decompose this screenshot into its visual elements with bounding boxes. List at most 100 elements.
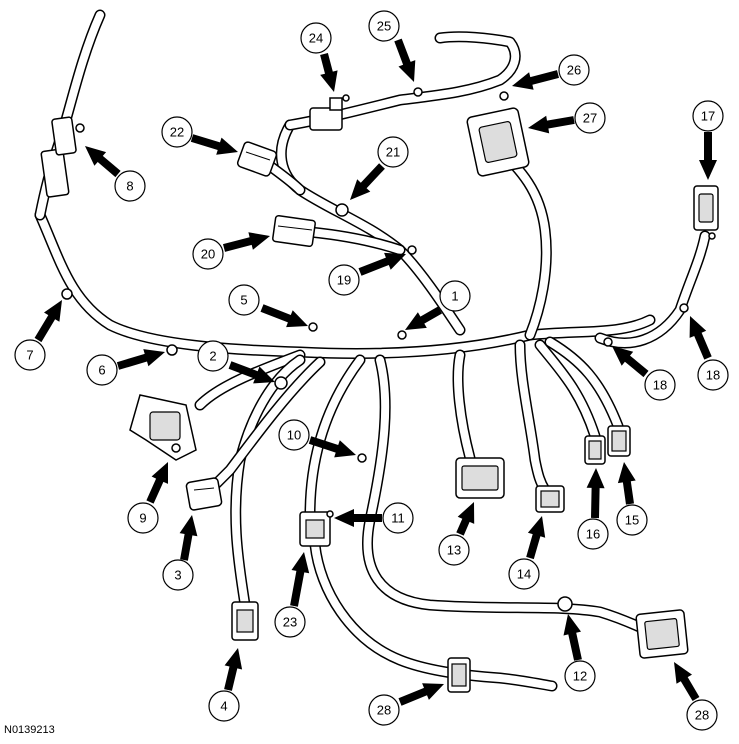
harness-branch-fill bbox=[306, 228, 404, 254]
connector-28-inline bbox=[447, 657, 471, 693]
callout-label: 1 bbox=[451, 289, 458, 304]
callout-circle bbox=[274, 606, 306, 638]
callout-circle bbox=[692, 100, 724, 132]
callout-label: 11 bbox=[391, 511, 405, 526]
callout-circle bbox=[564, 660, 596, 692]
callout-24: 24 bbox=[300, 22, 332, 54]
callout-arrow-28 bbox=[674, 662, 700, 701]
callout-label: 20 bbox=[201, 247, 215, 262]
callout-18: 18 bbox=[644, 369, 676, 401]
callout-19: 19 bbox=[328, 264, 360, 296]
callout-26: 26 bbox=[558, 54, 590, 86]
callout-label: 24 bbox=[309, 31, 323, 46]
callout-arrow-8 bbox=[85, 146, 121, 178]
callout-arrow-16 bbox=[586, 468, 605, 519]
callout-18: 18 bbox=[697, 359, 729, 391]
callout-circle bbox=[162, 559, 194, 591]
callout-arrow-24 bbox=[320, 53, 338, 92]
callout-circle bbox=[228, 284, 260, 316]
figure-id: N0139213 bbox=[4, 724, 55, 736]
callout-label: 4 bbox=[220, 699, 227, 714]
callout-arrow-1 bbox=[405, 306, 442, 330]
callout-17: 17 bbox=[692, 100, 724, 132]
callout-arrow-18 bbox=[689, 316, 712, 360]
connector-15 bbox=[607, 425, 631, 457]
callout-arrow-6 bbox=[116, 349, 165, 370]
callout-label: 14 bbox=[517, 567, 531, 582]
callout-28: 28 bbox=[368, 694, 400, 726]
callout-arrow-5 bbox=[260, 304, 308, 328]
callout-label: 16 bbox=[586, 527, 600, 542]
connector-11 bbox=[299, 510, 334, 547]
callout-arrow-15 bbox=[617, 462, 636, 505]
callout-label: 28 bbox=[695, 708, 709, 723]
callout-label: 26 bbox=[567, 63, 581, 78]
connectors bbox=[40, 87, 719, 693]
harness-branch-fill bbox=[516, 341, 549, 494]
callout-label: 15 bbox=[625, 513, 639, 528]
connector-13 bbox=[455, 457, 505, 499]
callout-11: 11 bbox=[382, 502, 414, 534]
callout-circle bbox=[382, 502, 414, 534]
callout-3: 3 bbox=[162, 559, 194, 591]
connector-22 bbox=[236, 141, 278, 177]
connector-24 bbox=[309, 94, 350, 131]
callout-arrow-2 bbox=[228, 361, 275, 384]
callout-circle bbox=[686, 699, 718, 731]
callout-arrow-14 bbox=[526, 516, 546, 560]
callout-6: 6 bbox=[86, 354, 118, 386]
callout-15: 15 bbox=[616, 504, 648, 536]
callout-label: 22 bbox=[170, 125, 184, 140]
callout-2: 2 bbox=[197, 340, 229, 372]
harness-branch-fill bbox=[306, 356, 364, 519]
callout-arrow-28 bbox=[398, 683, 444, 706]
callout-circle bbox=[127, 502, 159, 534]
callout-12: 12 bbox=[564, 660, 596, 692]
callout-22: 22 bbox=[161, 116, 193, 148]
callout-arrow-20 bbox=[223, 232, 270, 252]
connector-4 bbox=[231, 601, 259, 641]
callout-circle bbox=[368, 10, 400, 42]
callout-circle bbox=[197, 340, 229, 372]
callout-label: 12 bbox=[573, 669, 587, 684]
callout-circle bbox=[574, 102, 606, 134]
harness-branch-fill bbox=[277, 121, 464, 334]
callout-label: 7 bbox=[26, 348, 33, 363]
callout-circle bbox=[368, 694, 400, 726]
callout-circle bbox=[644, 369, 676, 401]
harness-branch-fill bbox=[536, 341, 599, 440]
connector-8 bbox=[40, 116, 85, 198]
callout-arrow-4 bbox=[224, 648, 243, 691]
callout-1: 1 bbox=[439, 280, 471, 312]
callout-circle bbox=[577, 518, 609, 550]
harness-branch-fill bbox=[496, 146, 551, 339]
connector-20 bbox=[272, 214, 316, 248]
callout-7: 7 bbox=[14, 339, 46, 371]
callout-10: 10 bbox=[278, 419, 310, 451]
callout-circle bbox=[438, 534, 470, 566]
callout-label: 9 bbox=[139, 511, 146, 526]
callout-arrow-27 bbox=[528, 115, 575, 134]
callout-circle bbox=[439, 280, 471, 312]
callout-label: 17 bbox=[701, 109, 715, 124]
callout-arrow-26 bbox=[512, 70, 559, 90]
callout-circle bbox=[558, 54, 590, 86]
callout-16: 16 bbox=[577, 518, 609, 550]
connector-9 bbox=[129, 394, 197, 461]
callout-arrow-11 bbox=[334, 509, 382, 527]
callout-arrow-17 bbox=[699, 132, 717, 180]
callout-arrow-25 bbox=[394, 38, 416, 82]
harness-branch-fill bbox=[311, 541, 556, 690]
connector-16 bbox=[584, 435, 606, 465]
callout-circle bbox=[697, 359, 729, 391]
callout-circle bbox=[300, 22, 332, 54]
callout-25: 25 bbox=[368, 10, 400, 42]
callout-label: 19 bbox=[337, 273, 351, 288]
callout-arrow-7 bbox=[34, 300, 62, 343]
callout-4: 4 bbox=[208, 690, 240, 722]
callout-label: 27 bbox=[583, 111, 597, 126]
callout-label: 10 bbox=[287, 428, 301, 443]
callout-circle bbox=[377, 136, 409, 168]
callout-28: 28 bbox=[686, 699, 718, 731]
